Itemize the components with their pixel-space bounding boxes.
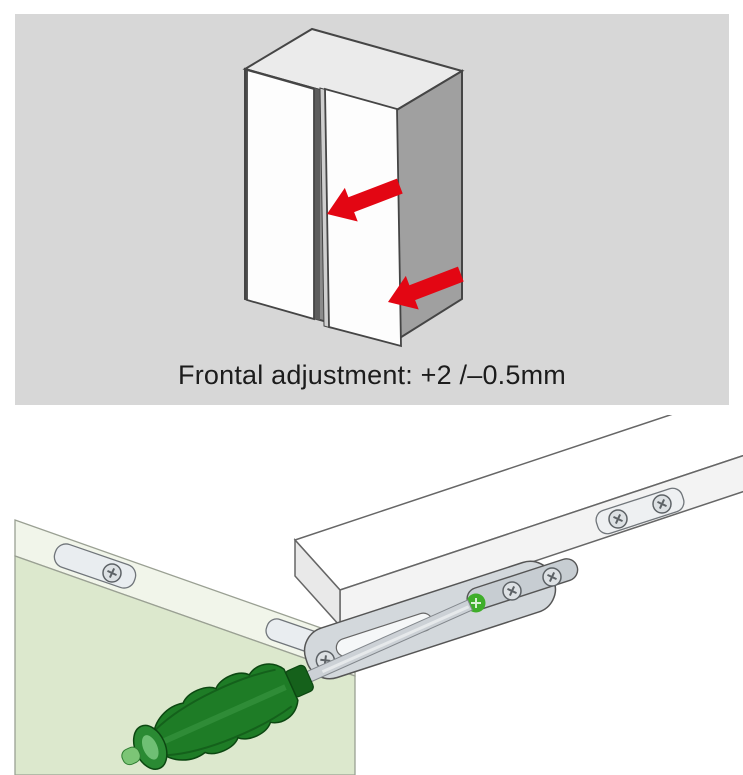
screwdriver-illustration [14, 415, 743, 775]
cabinet-right-door [324, 87, 402, 348]
caption-frontal-adjustment: Frontal adjustment: +2 /–0.5mm [178, 360, 566, 390]
door-gap [314, 88, 320, 320]
screw-icon [542, 567, 562, 587]
screw-icon [102, 563, 122, 583]
adjustment-arrows [327, 178, 464, 310]
handle-ridge [166, 705, 293, 757]
handle-highlight [158, 684, 287, 747]
screw-icon [652, 494, 672, 514]
frontal-adjustment-panel: Frontal adjustment: +2 /–0.5mm [15, 14, 729, 405]
arrow-left-icon [327, 178, 403, 222]
handle-ridge [154, 668, 276, 731]
adjust-arrow-upper [327, 178, 403, 222]
cabinet-illustration [242, 27, 465, 348]
board-end-face [294, 538, 341, 628]
adjustment-action-panel [0, 415, 743, 775]
screwdriver [121, 599, 473, 770]
screw-cross [471, 598, 481, 608]
shaft-highlight [321, 605, 470, 674]
handle-end-nub [121, 746, 141, 766]
cabinet-doors [246, 68, 402, 348]
arrow-left-icon [388, 266, 464, 310]
screw-icon [502, 581, 522, 601]
adjust-arrow-lower [388, 266, 464, 310]
handle-butt-core [141, 735, 159, 760]
screw-icon [608, 509, 628, 529]
cabinet-left-door [246, 68, 315, 321]
